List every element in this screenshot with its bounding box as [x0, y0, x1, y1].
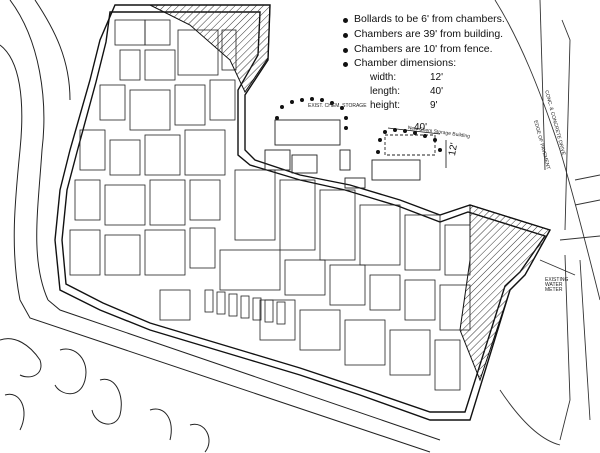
storage-area	[264, 119, 436, 189]
note-chamber-dimensions: Chamber dimensions:	[354, 57, 457, 69]
left-road-lines	[0, 0, 441, 453]
water-meter-label: EXISTING WATER METER	[545, 277, 569, 293]
note-chambers-fence: Chambers are 10' from fence.	[354, 43, 493, 55]
dim-label-length: length:	[370, 86, 401, 97]
interior-rooms	[69, 19, 471, 391]
building-outline	[54, 4, 552, 421]
note-chambers-building: Chambers are 39' from building.	[354, 28, 504, 40]
dim-value-length: 40'	[430, 86, 444, 97]
bullet-icon	[343, 33, 348, 38]
dimension-lines	[387, 127, 447, 168]
dimension-40-label: 40'	[414, 122, 428, 133]
right-road-lines	[494, 0, 600, 446]
existing-storage-label: EXIST. CHEM. STORAGE	[308, 103, 367, 109]
dim-label-height: height:	[370, 100, 401, 111]
hatched-areas	[149, 4, 551, 382]
dim-value-height: 9'	[430, 100, 438, 111]
bullet-icon	[343, 18, 348, 23]
dim-label-width: width:	[370, 72, 397, 83]
note-bollards: Bollards to be 6' from chambers.	[354, 13, 505, 25]
dim-value-width: 12'	[430, 72, 444, 83]
bullet-icon	[343, 48, 348, 53]
stall-rectangles	[204, 289, 286, 325]
bullet-icon	[343, 62, 348, 67]
